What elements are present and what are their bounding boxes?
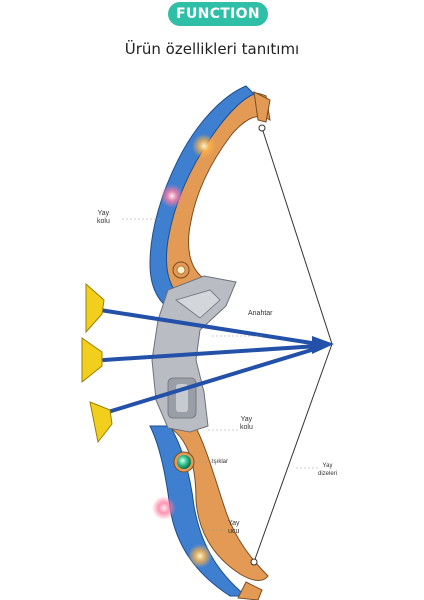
- label-string: Yay dizeleri: [318, 462, 337, 478]
- label-arm-top-line2: kolu: [97, 218, 110, 225]
- label-tip: Yay ucu: [228, 520, 240, 536]
- arrow-tips: [312, 336, 334, 354]
- arrow-top: [85, 282, 320, 346]
- label-switch: Anahtar: [248, 310, 273, 318]
- label-arm-middle-line1: Yay: [240, 416, 253, 423]
- label-string-line2: dizeleri: [318, 471, 338, 477]
- label-tip-line2: ucu: [228, 528, 240, 535]
- label-lights-text: Işıklar: [212, 459, 229, 465]
- label-arm-middle-line2: kolu: [240, 424, 253, 431]
- page-title: Ürün özellikleri tanıtımı: [124, 40, 300, 58]
- label-tip-line1: Yay: [228, 520, 240, 527]
- bow-string: [253, 127, 333, 563]
- function-badge: FUNCTION: [168, 2, 268, 26]
- lower-limb: [149, 423, 269, 600]
- label-arm-top: Yay kolu: [97, 210, 110, 226]
- label-lights: Işıklar: [212, 458, 228, 466]
- label-string-line1: Yay: [322, 463, 333, 469]
- light-glows: [152, 134, 216, 568]
- leader-lines: [122, 218, 320, 531]
- label-arm-middle: Yay kolu: [240, 416, 253, 432]
- label-arm-top-line1: Yay: [97, 210, 110, 217]
- arrow-middle: [81, 337, 320, 384]
- label-switch-text: Anahtar: [248, 310, 273, 317]
- arrow-bottom: [89, 346, 320, 444]
